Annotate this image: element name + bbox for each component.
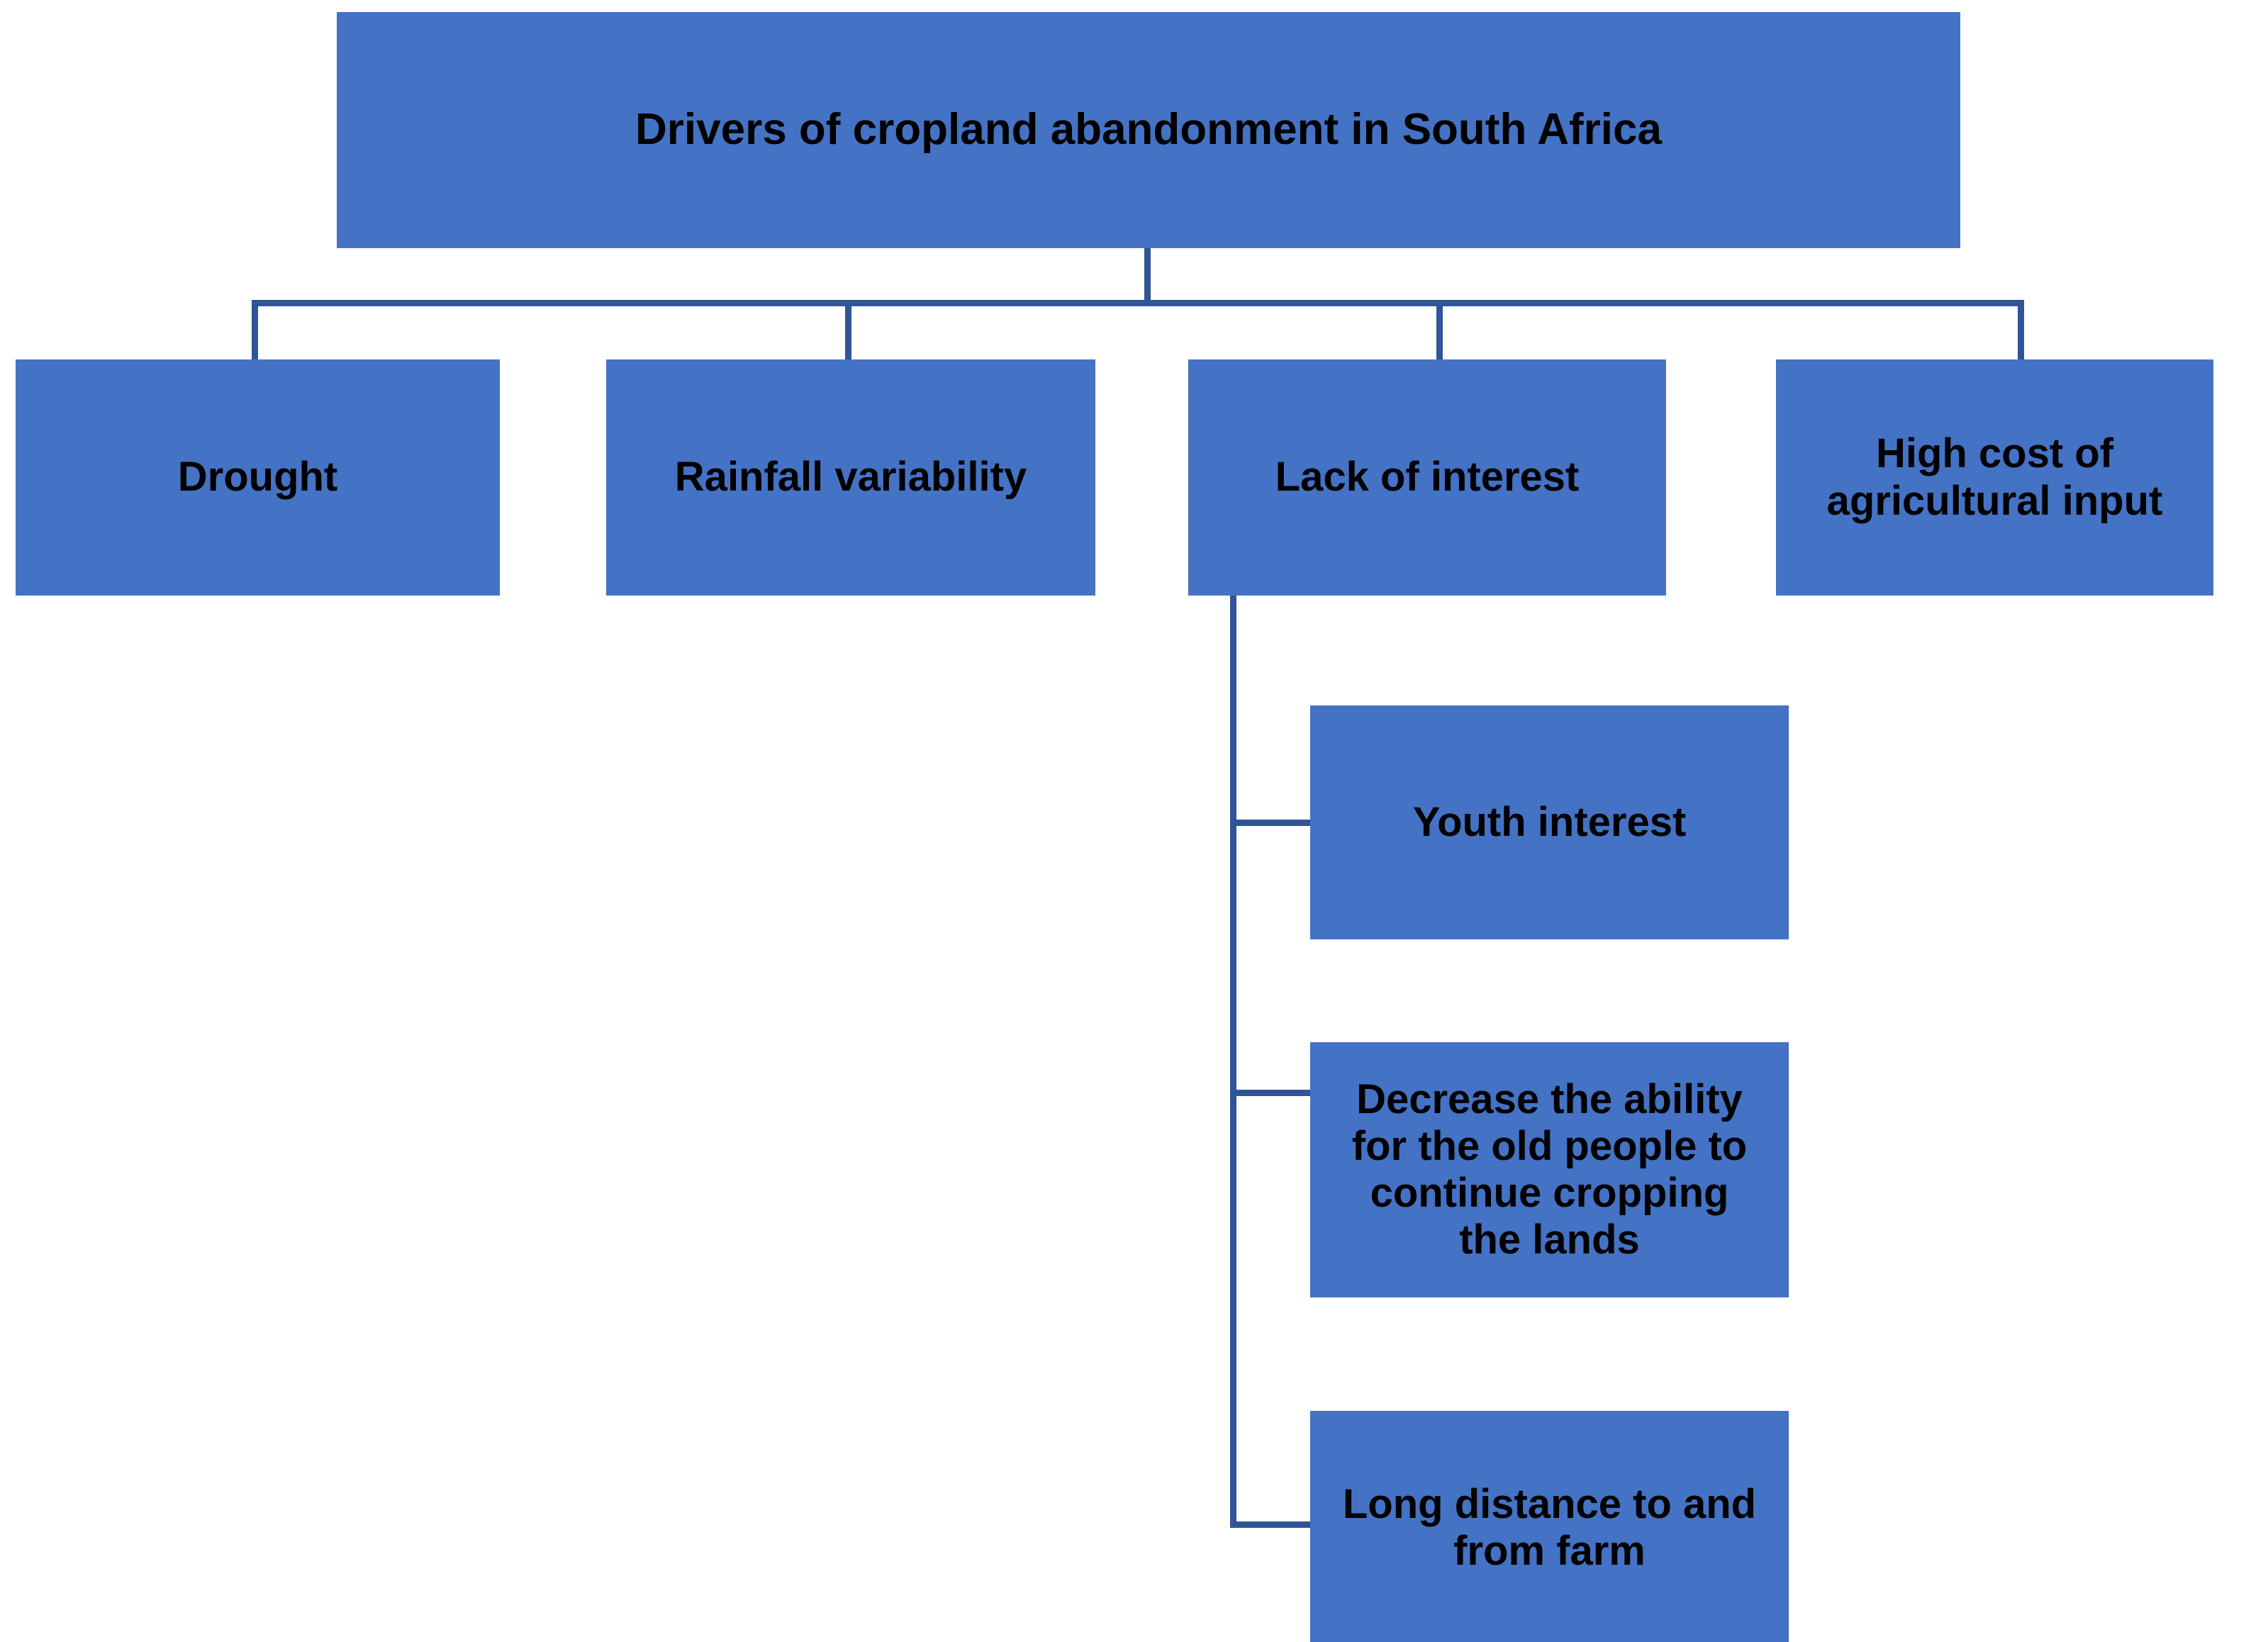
node-rainfall-variability: Rainfall variability <box>606 359 1095 596</box>
connector-spine-lack-of-interest <box>1230 596 1236 1528</box>
node-lack-of-interest: Lack of interest <box>1188 359 1666 596</box>
node-drought: Drought <box>16 359 500 596</box>
connector-horizontal-bus <box>252 300 2024 306</box>
node-root-drivers: Drivers of cropland abandonment in South… <box>337 12 1960 248</box>
connector-root-riser <box>1144 248 1151 306</box>
connector-drop-high-cost <box>2018 300 2024 359</box>
connector-stub-youth-interest <box>1230 820 1310 826</box>
connector-drop-drought <box>252 300 258 359</box>
node-youth-interest: Youth interest <box>1310 705 1789 939</box>
node-long-distance-to-farm: Long distance to and from farm <box>1310 1411 1789 1642</box>
connector-drop-rainfall-variability <box>845 300 851 359</box>
node-high-cost-agricultural-input: High cost of agricultural input <box>1776 359 2213 596</box>
connector-stub-long-distance <box>1230 1521 1310 1528</box>
node-decrease-ability-old-people: Decrease the ability for the old people … <box>1310 1042 1789 1297</box>
connector-drop-lack-of-interest <box>1436 300 1443 359</box>
connector-stub-decrease-ability <box>1230 1090 1310 1096</box>
